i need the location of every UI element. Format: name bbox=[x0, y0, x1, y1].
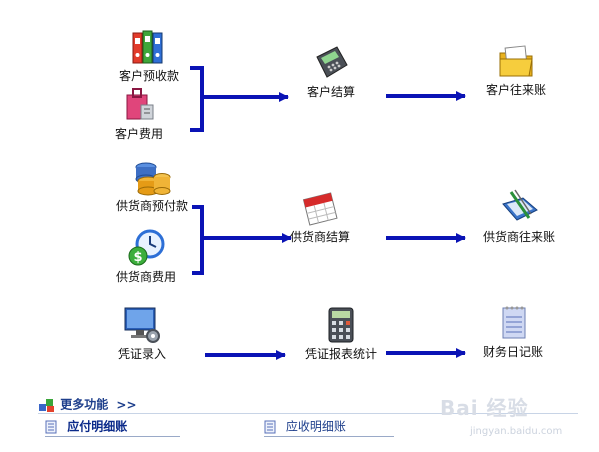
customer-expense-label: 客户费用 bbox=[114, 127, 163, 141]
voucher-entry-node[interactable]: 凭证录入 bbox=[87, 305, 197, 361]
folder-icon bbox=[499, 45, 533, 77]
supplier-ledger-node[interactable]: 供货商往来账 bbox=[464, 188, 574, 244]
more-functions-divider bbox=[38, 413, 578, 414]
supplier-ledger-label: 供货商往来账 bbox=[482, 230, 555, 244]
financial-journal-node[interactable]: 财务日记账 bbox=[458, 303, 568, 359]
receivable-detail-link[interactable]: 应收明细账 bbox=[264, 418, 394, 437]
document-icon bbox=[264, 420, 276, 433]
customer-prepay-node[interactable]: 客户预收款 bbox=[94, 27, 204, 83]
customer-prepay-label: 客户预收款 bbox=[118, 69, 179, 83]
receivable-detail-label: 应收明细账 bbox=[285, 419, 346, 434]
more-functions-header[interactable]: 更多功能 >> bbox=[38, 396, 137, 412]
financial-journal-label: 财务日记账 bbox=[482, 345, 543, 359]
voucher-entry-label: 凭证录入 bbox=[117, 347, 166, 361]
voucher-report-node[interactable]: 凭证报表统计 bbox=[286, 305, 396, 361]
voucher-report-label: 凭证报表统计 bbox=[304, 347, 377, 361]
gift-bag-icon bbox=[126, 88, 154, 120]
supplier-prepay-label: 供货商预付款 bbox=[115, 199, 188, 213]
payable-detail-link[interactable]: 应付明细账 bbox=[45, 418, 180, 437]
monitor-gear-icon bbox=[124, 307, 160, 343]
supplier-prepay-node[interactable]: 供货商预付款 bbox=[97, 157, 207, 213]
card-terminal-icon bbox=[316, 46, 348, 78]
more-functions-title: 更多功能 bbox=[60, 397, 109, 412]
payable-detail-label: 应付明细账 bbox=[67, 419, 128, 434]
customer-ledger-label: 客户往来账 bbox=[485, 83, 546, 97]
customer-expense-node[interactable]: 客户费用 bbox=[84, 85, 194, 141]
svg-text:$: $ bbox=[133, 250, 142, 265]
watermark-logo: Bai 经验 bbox=[440, 396, 529, 420]
clock-dollar-icon: $ bbox=[128, 229, 165, 266]
customer-settle-node[interactable]: 客户结算 bbox=[276, 43, 386, 99]
more-functions-arrow: >> bbox=[116, 397, 137, 412]
supplier-expense-label: 供货商费用 bbox=[115, 270, 176, 284]
coin-stacks-icon bbox=[135, 162, 171, 196]
cubes-icon bbox=[39, 398, 54, 412]
customer-ledger-node[interactable]: 客户往来账 bbox=[461, 41, 571, 97]
supplier-settle-node[interactable]: 供货商结算 bbox=[265, 188, 375, 244]
document-icon bbox=[45, 420, 57, 433]
customer-settle-label: 客户结算 bbox=[306, 85, 355, 99]
supplier-settle-label: 供货商结算 bbox=[289, 230, 350, 244]
book-pen-icon bbox=[502, 189, 538, 221]
binders-icon bbox=[132, 30, 163, 64]
calculator-icon bbox=[328, 307, 354, 343]
supplier-expense-node[interactable]: $ 供货商费用 bbox=[91, 228, 201, 284]
calendar-icon bbox=[302, 192, 338, 226]
watermark-url: jingyan.baidu.com bbox=[470, 426, 563, 437]
notepad-icon bbox=[502, 306, 526, 339]
